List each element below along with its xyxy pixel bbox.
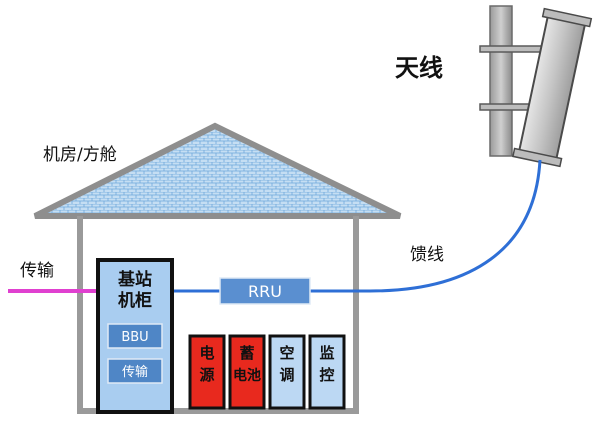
monitor-unit-line2: 控 <box>319 366 334 384</box>
room-label: 机房/方舱 <box>43 145 117 165</box>
rru-label: RRU <box>248 282 282 301</box>
battery-unit: 蓄 电池 <box>228 334 266 410</box>
cabinet-title-line2: 机柜 <box>118 290 152 311</box>
transmission-module-label: 传输 <box>122 364 148 380</box>
monitor-unit: 监 控 <box>308 334 346 410</box>
bbu-module-label: BBU <box>121 330 148 345</box>
base-station-cabinet: 基站 机柜 BBU 传输 <box>96 258 174 414</box>
monitor-unit-line1: 监 <box>319 344 334 362</box>
power-unit: 电 源 <box>188 334 226 410</box>
battery-unit-line1: 蓄 <box>239 344 254 362</box>
aircon-unit-line2: 调 <box>279 366 294 384</box>
cabinet-title-line1: 基站 <box>117 269 152 290</box>
house-roof <box>33 122 402 219</box>
power-unit-line2: 源 <box>199 366 214 384</box>
antenna-panel <box>517 14 587 162</box>
house-walls <box>77 216 359 414</box>
antenna-pole <box>489 5 513 157</box>
rru-unit: RRU <box>219 277 311 305</box>
transmission-label: 传输 <box>20 261 54 281</box>
feeder-label: 馈线 <box>410 245 444 265</box>
battery-unit-line2: 电池 <box>233 367 261 384</box>
feeder-line <box>310 159 542 293</box>
antenna-assembly <box>479 5 593 168</box>
transmission-module <box>107 358 163 384</box>
power-unit-line1: 电 <box>199 344 214 362</box>
aircon-unit: 空 调 <box>268 334 306 410</box>
aircon-unit-line1: 空 <box>279 344 294 362</box>
antenna-label: 天线 <box>395 54 443 82</box>
bbu-module <box>107 323 163 349</box>
